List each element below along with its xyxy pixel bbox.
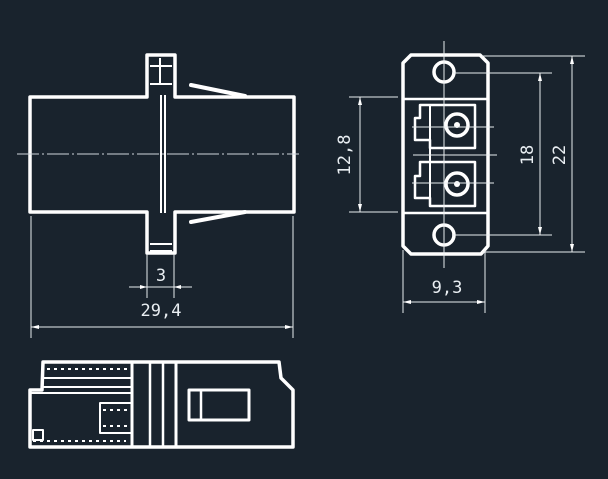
dim-port-height-label: 12,8: [335, 135, 355, 176]
dim-flange-width-label: 3: [156, 266, 166, 286]
dimension-width: 9,3: [402, 250, 486, 313]
dimension-overall-height: 22: [482, 55, 585, 253]
dimension-flange-width: 3: [129, 254, 192, 298]
dim-overall-height-label: 22: [550, 145, 570, 165]
front-view: [17, 53, 299, 255]
dim-width-label: 9,3: [432, 278, 463, 298]
dim-hole-spacing-label: 18: [518, 145, 538, 165]
bottom-view: [28, 360, 295, 449]
dimension-port-height: 12,8: [335, 96, 398, 213]
dimension-overall-length: 29,4: [30, 216, 294, 338]
dim-overall-length-label: 29,4: [141, 301, 182, 321]
dimension-hole-spacing: 18: [452, 72, 552, 236]
side-view: [401, 41, 497, 268]
